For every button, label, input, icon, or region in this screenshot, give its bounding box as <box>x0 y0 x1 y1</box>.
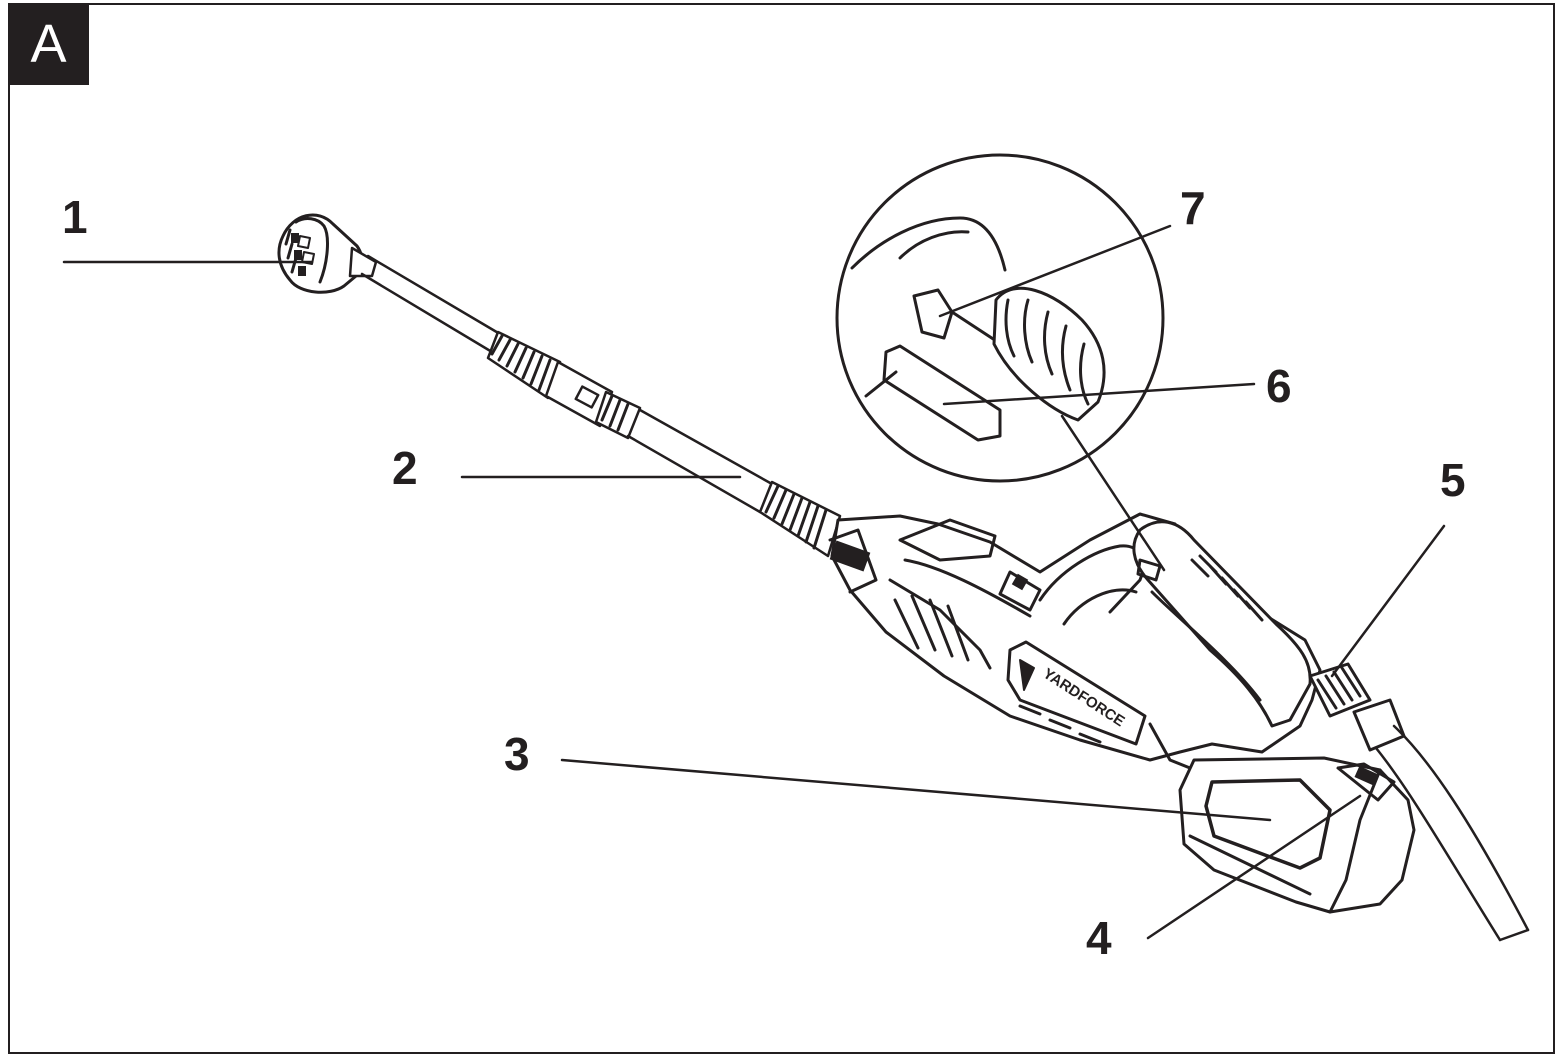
leader-line-6 <box>942 382 1256 406</box>
battery-pack <box>1178 756 1416 914</box>
callout-5: 5 <box>1440 454 1466 506</box>
figure-label-badge: A <box>8 3 89 85</box>
trigger-handle <box>1132 520 1312 728</box>
hose-connector <box>1308 662 1530 942</box>
leader-line-5 <box>1330 524 1446 678</box>
callout-6: 6 <box>1266 360 1292 412</box>
leader-line-3 <box>560 758 1272 822</box>
callout-3: 3 <box>504 728 530 780</box>
detail-magnifier <box>835 153 1166 572</box>
leader-line-4 <box>1146 794 1362 940</box>
leader-lines <box>62 224 1446 940</box>
callout-7: 7 <box>1180 182 1206 234</box>
callout-1: 1 <box>62 191 88 243</box>
callout-numbers: 1 2 3 4 5 6 7 <box>62 182 1466 964</box>
spray-lance <box>360 254 842 558</box>
callout-2: 2 <box>392 442 418 494</box>
figure-frame <box>8 3 1555 1054</box>
callout-4: 4 <box>1086 912 1112 964</box>
nozzle-head <box>277 213 378 294</box>
leader-line-7 <box>938 224 1172 318</box>
